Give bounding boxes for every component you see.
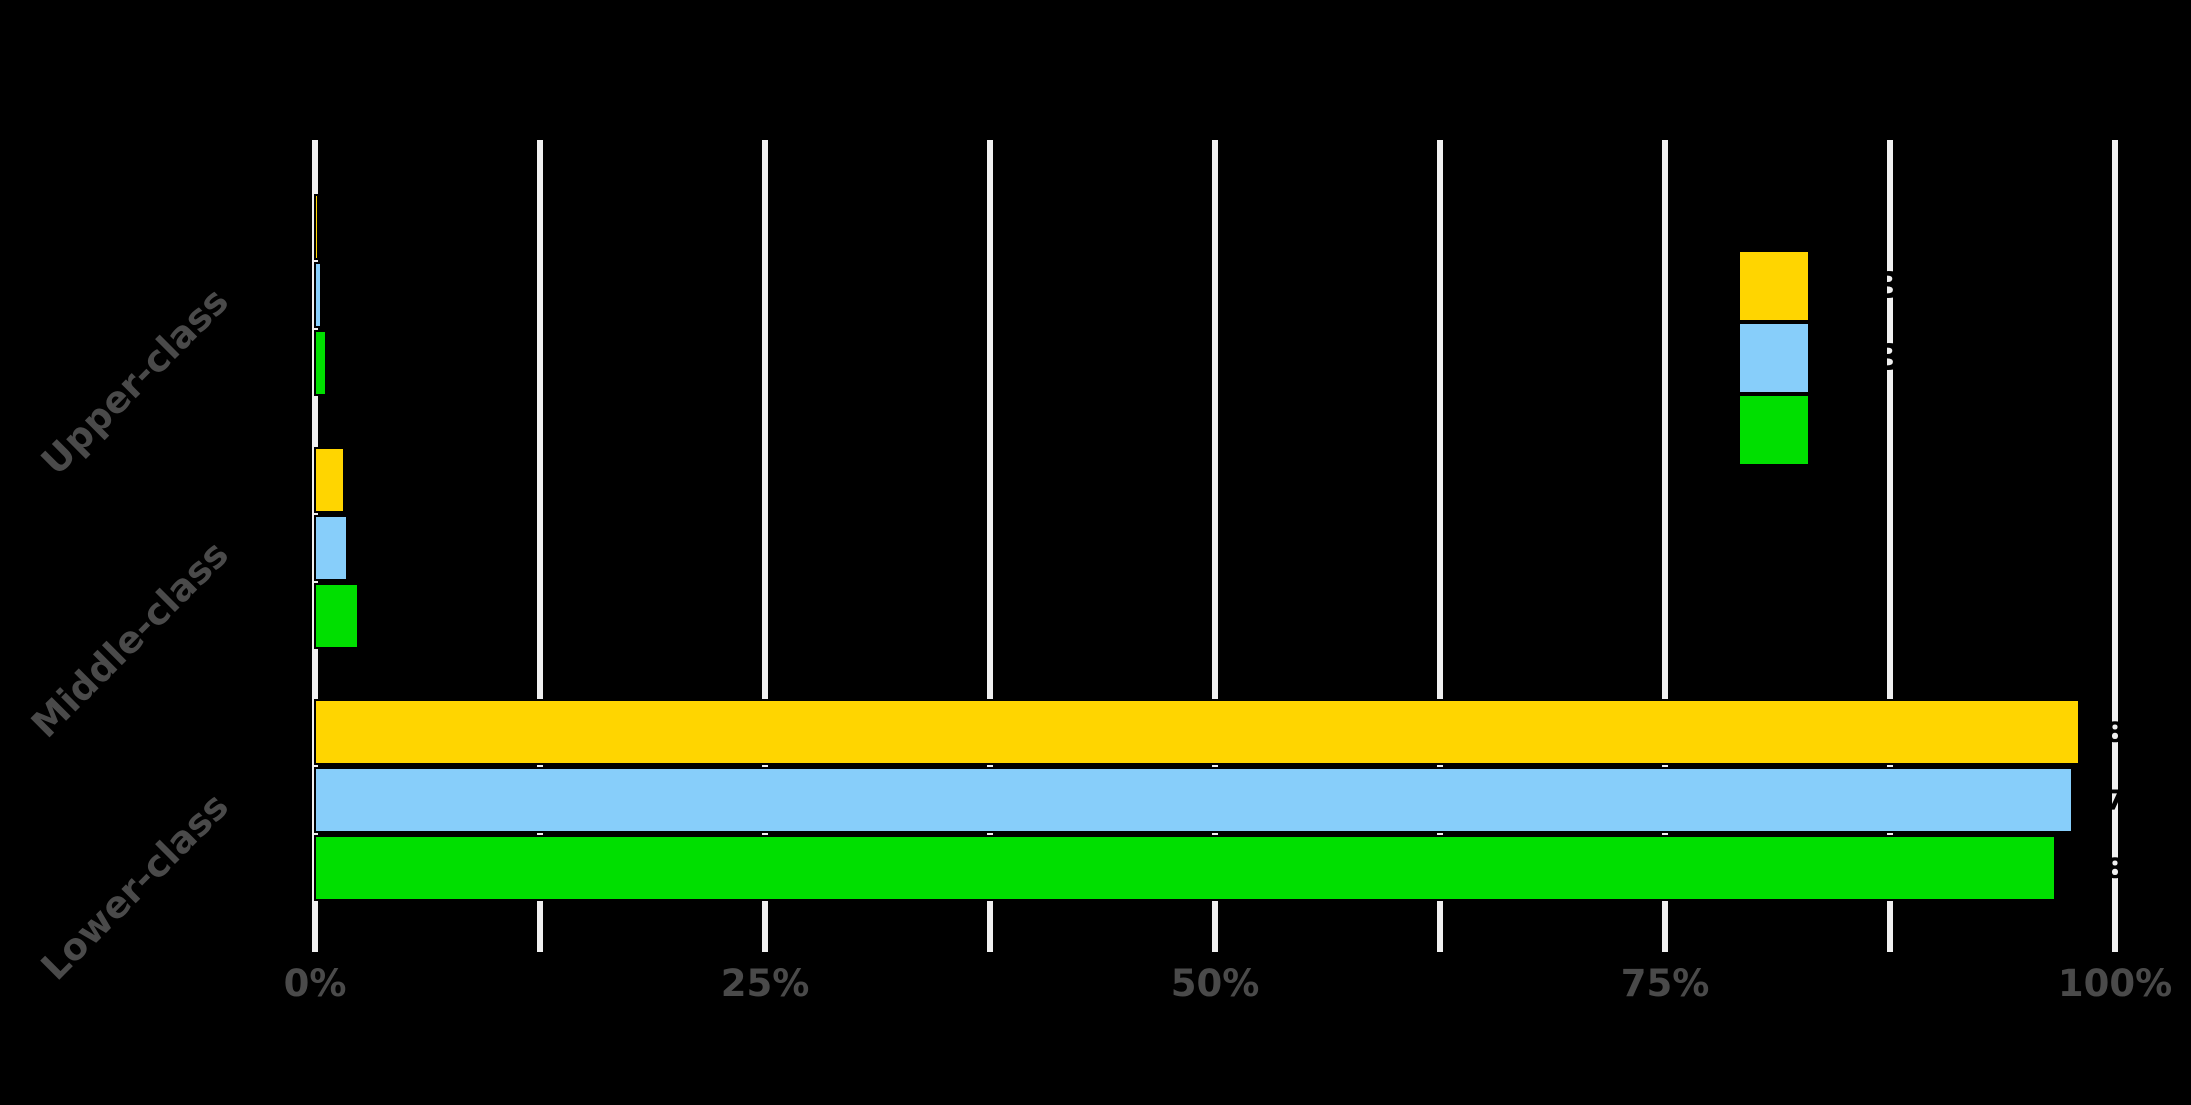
category-label-upper-class: Upper-class (32, 279, 237, 484)
legend-label-fragment-1: 3 (1877, 265, 1903, 307)
gridline-37.5pct (987, 140, 993, 952)
gridline-25pct (762, 140, 768, 952)
x-tick-label-0pct: 0% (283, 962, 347, 1005)
legend-swatch-1 (1738, 250, 1810, 322)
x-tick-label-25pct: 25% (720, 962, 810, 1005)
bar-value-label-fragment-1: 8 (2105, 715, 2125, 749)
bar-lower-class-series-2 (314, 767, 2073, 833)
x-tick-label-100pct: 100% (2057, 962, 2173, 1005)
gridline-87.5pct (1887, 140, 1893, 952)
bar-lower-class-series-1 (314, 699, 2080, 765)
bar-value-label-fragment-2: 7 (2105, 783, 2125, 817)
bar-lower-class-series-3 (314, 835, 2056, 901)
bar-middle-class-series-1 (314, 447, 345, 513)
bar-upper-class-series-2 (314, 262, 322, 328)
bar-value-label-fragment-3: 8 (2105, 851, 2125, 885)
legend-label-fragment-2: 3 (1877, 337, 1903, 379)
bar-upper-class-series-3 (314, 330, 327, 396)
bar-upper-class-series-1 (314, 194, 319, 260)
gridline-50pct (1212, 140, 1218, 952)
x-tick-label-50pct: 50% (1170, 962, 1260, 1005)
bar-middle-class-series-2 (314, 515, 348, 581)
category-label-middle-class: Middle-class (23, 532, 237, 747)
gridline-100pct (2112, 140, 2118, 952)
gridline-12.5pct (537, 140, 543, 952)
legend-swatch-3 (1738, 394, 1810, 466)
gridline-62.5pct (1437, 140, 1443, 952)
bar-middle-class-series-3 (314, 583, 359, 649)
x-tick-label-75pct: 75% (1620, 962, 1710, 1005)
legend-swatch-2 (1738, 322, 1810, 394)
gridline-75pct (1662, 140, 1668, 952)
category-label-lower-class: Lower-class (32, 784, 237, 989)
